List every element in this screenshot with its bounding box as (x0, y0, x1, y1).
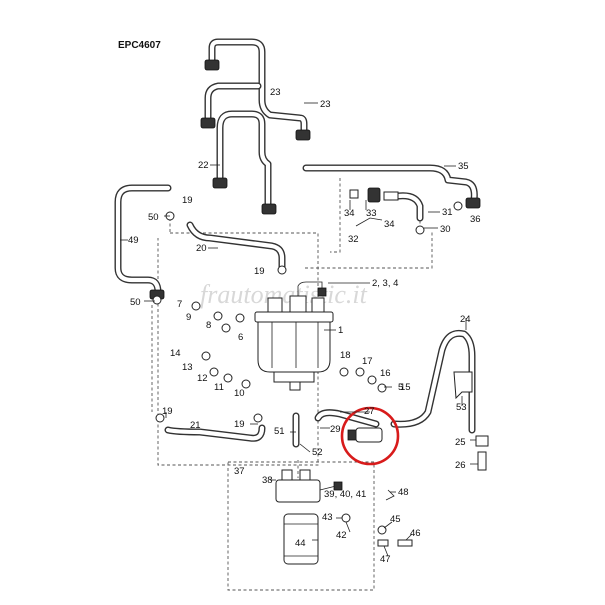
callout-19-mid: 19 (254, 266, 265, 277)
callout-29: 29 (330, 424, 341, 435)
callout-13: 13 (182, 362, 193, 373)
filter-assembly-box (227, 461, 375, 591)
callout-18: 18 (340, 350, 351, 361)
callout-35: 35 (458, 161, 469, 172)
diagram-code: EPC4607 (118, 40, 161, 51)
leader-lines (120, 102, 478, 557)
callout-42: 42 (336, 530, 347, 541)
callout-34-right: 34 (384, 219, 395, 230)
callout-53: 53 (456, 402, 467, 413)
callout-10: 10 (234, 388, 245, 399)
callout-52: 52 (312, 447, 323, 458)
callout-33: 33 (366, 208, 377, 219)
callout-45: 45 (390, 514, 401, 525)
hoses (114, 38, 478, 448)
callout-47: 47 (380, 554, 391, 565)
callout-37: 37 (234, 466, 245, 477)
filter-housing (254, 295, 334, 391)
fasteners (152, 201, 463, 547)
callout-24: 24 (460, 314, 471, 325)
callout-12: 12 (197, 373, 208, 384)
callout-50-top: 50 (148, 212, 159, 223)
callout-11: 11 (214, 382, 224, 393)
callout-17: 17 (362, 356, 373, 367)
highlight-circle (340, 406, 400, 466)
callout-38: 38 (262, 475, 273, 486)
callout-51: 51 (274, 426, 285, 437)
hose-connectors (149, 59, 481, 300)
callout-34-left: 34 (344, 208, 355, 219)
callout-15: 15 (400, 382, 411, 393)
callout-46: 46 (410, 528, 421, 539)
callout-2-3-4: 2, 3, 4 (372, 278, 398, 289)
callout-9: 9 (186, 312, 191, 323)
callout-8: 8 (206, 320, 211, 331)
callout-32: 32 (348, 234, 359, 245)
callout-36: 36 (470, 214, 481, 225)
callout-7: 7 (177, 299, 182, 310)
watermark: frautomatistic.it (200, 280, 368, 309)
harness-wire (297, 281, 323, 296)
callout-39-40-41: 39, 40, 41 (324, 489, 366, 500)
callout-20: 20 (196, 243, 207, 254)
callout-31: 31 (442, 207, 453, 218)
callout-22: 22 (198, 160, 209, 171)
harness-plug (317, 287, 327, 297)
lower-filter-assembly (275, 469, 343, 565)
callout-27: 27 (364, 406, 375, 417)
callout-21: 21 (190, 420, 201, 431)
callout-23-alt: 23 (270, 87, 281, 98)
callout-6: 6 (238, 332, 243, 343)
callout-50-bottom: 50 (130, 297, 141, 308)
fitting-26 (477, 451, 487, 471)
callout-14: 14 (170, 348, 181, 359)
callout-19-left: 19 (162, 406, 173, 417)
inline-fuel-filter (347, 427, 383, 443)
fitting-25 (475, 435, 489, 447)
check-valve-assembly (349, 187, 399, 203)
callout-19-bottom: 19 (234, 419, 245, 430)
callout-25: 25 (455, 437, 466, 448)
callout-19-top: 19 (182, 195, 193, 206)
callout-30: 30 (440, 224, 451, 235)
callout-labels: 1 2, 3, 4 5 6 7 8 9 10 11 12 13 14 15 16… (128, 87, 481, 565)
callout-1: 1 (338, 325, 343, 336)
callout-43: 43 (322, 512, 333, 523)
callout-26: 26 (455, 460, 466, 471)
callout-48: 48 (398, 487, 409, 498)
callout-16: 16 (380, 368, 391, 379)
bracket (453, 371, 473, 400)
callout-5: 5 (398, 382, 403, 393)
callout-44: 44 (295, 538, 306, 549)
callout-23: 23 (320, 99, 331, 110)
callout-49: 49 (128, 235, 139, 246)
